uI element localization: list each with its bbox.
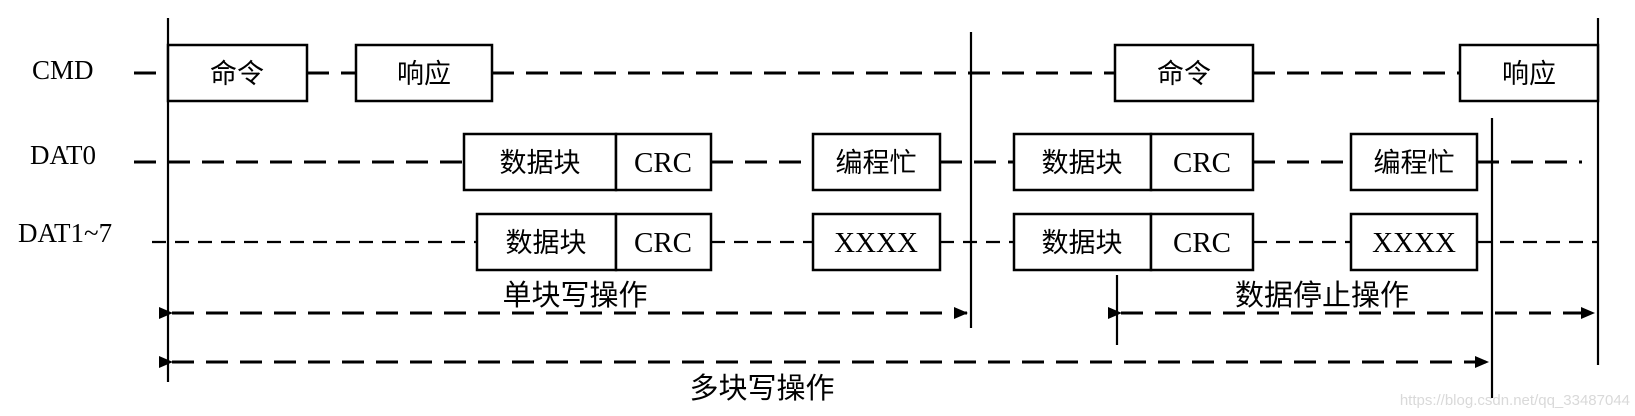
dat0-data-block-2: 数据块 — [1012, 132, 1153, 192]
svg-text:数据块: 数据块 — [506, 228, 587, 259]
watermark: https://blog.csdn.net/qq_33487044 — [1400, 392, 1630, 409]
dat1-7-crc-1: CRC — [614, 212, 713, 272]
multi-block-write-label: 多块写操作 — [689, 371, 834, 405]
cmd-command-box-2: 命令 — [1113, 43, 1255, 103]
svg-text:数据块: 数据块 — [500, 148, 581, 179]
dat0-program-busy-1: 编程忙 — [811, 132, 942, 192]
dat0-crc-1: CRC — [614, 132, 713, 192]
svg-text:响应: 响应 — [1502, 59, 1556, 90]
svg-text:XXXX: XXXX — [1372, 227, 1456, 259]
dat1-7-data-block-1: 数据块 — [475, 212, 618, 272]
signal-label-dat1-7: DAT1~7 — [18, 218, 112, 248]
svg-text:命令: 命令 — [1157, 59, 1211, 90]
svg-text:命令: 命令 — [210, 59, 264, 90]
dat1-7-data-block-2: 数据块 — [1012, 212, 1153, 272]
svg-text:数据块: 数据块 — [1042, 148, 1123, 179]
dat0-data-block-1: 数据块 — [462, 132, 618, 192]
svg-text:编程忙: 编程忙 — [1374, 148, 1455, 179]
dat1-7-crc-2: CRC — [1149, 212, 1255, 272]
signal-label-cmd: CMD — [32, 55, 94, 85]
svg-text:CRC: CRC — [1173, 147, 1231, 179]
svg-text:XXXX: XXXX — [834, 227, 918, 259]
dat0-crc-2: CRC — [1149, 132, 1255, 192]
dat0-program-busy-2: 编程忙 — [1349, 132, 1479, 192]
dat1-7-xxxx-1: XXXX — [811, 212, 942, 272]
svg-text:数据块: 数据块 — [1042, 228, 1123, 259]
svg-text:响应: 响应 — [397, 59, 451, 90]
single-block-write-label: 单块写操作 — [502, 278, 647, 312]
svg-text:CRC: CRC — [1173, 227, 1231, 259]
dat1-7-xxxx-2: XXXX — [1349, 212, 1479, 272]
signal-label-dat0: DAT0 — [30, 140, 96, 170]
cmd-command-box-1: 命令 — [166, 43, 309, 103]
data-stop-label: 数据停止操作 — [1235, 278, 1409, 312]
svg-text:CRC: CRC — [634, 147, 692, 179]
svg-text:CRC: CRC — [634, 227, 692, 259]
cmd-response-box-2: 响应 — [1458, 43, 1600, 103]
svg-text:编程忙: 编程忙 — [836, 148, 917, 179]
cmd-response-box-1: 响应 — [354, 43, 494, 103]
